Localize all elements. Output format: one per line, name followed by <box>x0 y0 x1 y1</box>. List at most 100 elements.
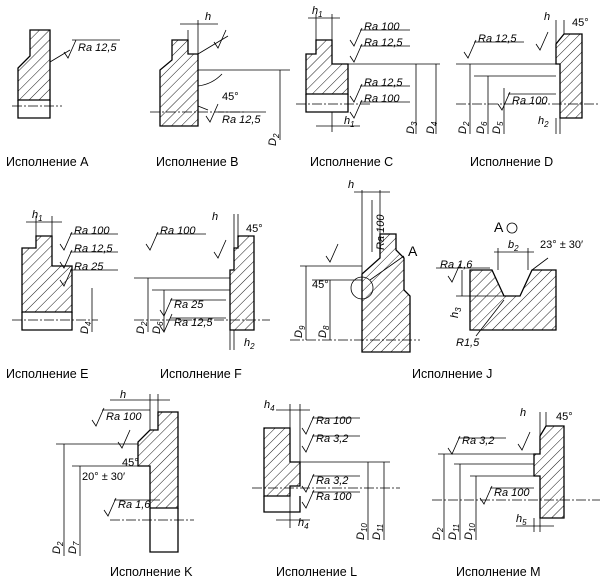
flange-section-c <box>305 39 349 95</box>
variant-j: h Ra 100 45° A D9 D8 A b2 23° ± 30′ Ra 1… <box>290 179 583 381</box>
dim-h: h <box>212 211 218 223</box>
roughness-label: Ra 100 <box>494 487 530 499</box>
ring-groove-section <box>469 269 557 331</box>
caption-variant-k: Исполнение K <box>110 565 193 579</box>
dim-h1: h1 <box>344 115 355 129</box>
roughness-label: Ra 100 <box>512 95 548 107</box>
dim-d5: D5 <box>491 121 505 134</box>
dim-d3: D3 <box>405 121 419 134</box>
caption-variant-c: Исполнение C <box>310 155 393 169</box>
dim-d2: D2 <box>51 541 65 554</box>
flange-section-f <box>229 235 255 331</box>
roughness-label: Ra 100 <box>316 415 352 427</box>
flange-section-e <box>21 235 73 313</box>
variant-l: h4 Ra 100 Ra 3,2 Ra 3,2 Ra 100 h4 D10 D1… <box>252 399 400 579</box>
dim-d4: D4 <box>79 321 93 334</box>
dim-h1: h1 <box>312 5 323 19</box>
variant-a: Ra 12,5 Исполнение A <box>6 29 120 169</box>
angle-45: 45° <box>572 17 589 29</box>
rotate-icon <box>506 222 518 234</box>
roughness-label: Ra 3,2 <box>316 433 348 445</box>
dim-b2: b2 <box>508 239 519 253</box>
angle-20: 20° ± 30′ <box>82 471 125 483</box>
detail-a: A b2 23° ± 30′ Ra 1,6 h3 R1,5 <box>436 219 583 349</box>
variant-k: h Ra 100 45° 20° ± 30′ Ra 1,6 D2 D7 Испо… <box>51 389 194 579</box>
dim-d6: D6 <box>475 121 489 134</box>
dim-h5: h5 <box>516 513 527 527</box>
dim-d2: D2 <box>135 321 149 334</box>
dim-h: h <box>205 11 211 23</box>
caption-variant-a: Исполнение A <box>6 155 89 169</box>
dim-h: h <box>120 389 126 401</box>
flange-section-j <box>361 233 411 353</box>
flange-section-l <box>263 427 301 497</box>
roughness-label: Ra 12,5 <box>74 243 113 255</box>
roughness-label: Ra 100 <box>375 214 387 250</box>
detail-a-title: A <box>494 219 504 235</box>
dim-d9: D9 <box>293 325 307 338</box>
roughness-label: Ra 12,5 <box>364 37 403 49</box>
roughness-label: Ra 12,5 <box>364 77 403 89</box>
detail-label: A <box>408 243 418 259</box>
angle-45: 45° <box>122 457 139 469</box>
dim-d2: D2 <box>431 527 445 540</box>
dim-d4: D4 <box>425 121 439 134</box>
detail-circle <box>350 276 374 300</box>
dim-d11: D11 <box>447 524 461 540</box>
dim-h: h <box>520 407 526 419</box>
flange-section-m <box>533 425 565 519</box>
caption-variant-m: Исполнение M <box>456 565 541 579</box>
roughness-label: Ra 100 <box>316 491 352 503</box>
roughness-label: Ra 3,2 <box>462 435 494 447</box>
roughness-label: Ra 12,5 <box>478 33 517 45</box>
dim-h2: h2 <box>244 337 255 351</box>
caption-variant-f: Исполнение F <box>160 367 242 381</box>
angle-45: 45° <box>222 91 239 103</box>
caption-variant-l: Исполнение L <box>276 565 357 579</box>
dim-h4: h4 <box>298 517 309 531</box>
dim-d10: D10 <box>355 523 369 540</box>
roughness-label: Ra 12,5 <box>174 317 213 329</box>
caption-variant-j: Исполнение J <box>412 367 492 381</box>
flange-section-a <box>17 29 51 101</box>
roughness-label: Ra 100 <box>106 411 142 423</box>
roughness-label: Ra 12,5 <box>222 114 261 126</box>
dim-d2: D2 <box>267 133 281 146</box>
caption-variant-b: Исполнение B <box>156 155 238 169</box>
flange-section-b <box>159 39 199 127</box>
flange-section-d <box>555 33 583 119</box>
variant-f: h 45° Ra 100 Ra 25 Ra 12,5 D2 D6 h2 Испо… <box>134 211 270 381</box>
roughness-label: Ra 100 <box>74 225 110 237</box>
dim-h3: h3 <box>449 307 463 318</box>
roughness-label: Ra 100 <box>160 225 196 237</box>
caption-variant-e: Исполнение E <box>6 367 88 381</box>
dim-d7: D7 <box>67 541 81 554</box>
dim-d2: D2 <box>457 121 471 134</box>
angle-45: 45° <box>312 279 329 291</box>
angle-45: 45° <box>246 223 263 235</box>
roughness-label: Ra 12,5 <box>78 42 117 54</box>
roughness-label: Ra 25 <box>174 299 204 311</box>
dim-d6: D6 <box>151 321 165 334</box>
roughness-label: Ra 1,6 <box>118 499 151 511</box>
roughness-label: Ra 100 <box>364 21 400 33</box>
roughness-label: Ra 100 <box>364 93 400 105</box>
variant-m: h 45° Ra 3,2 Ra 100 D2 D11 D10 h5 Исполн… <box>431 407 600 579</box>
dim-d8: D8 <box>317 325 331 338</box>
dim-h4: h4 <box>264 399 275 413</box>
dim-d10: D10 <box>463 523 477 540</box>
variant-c: h1 Ra 100 Ra 12,5 Ra 12,5 Ra 100 h1 D3 D… <box>296 5 440 169</box>
variant-e: h1 Ra 100 Ra 12,5 Ra 25 D4 Исполнение E <box>6 209 118 381</box>
variant-b: h 45° Ra 12,5 D2 Исполнение B <box>150 11 290 169</box>
roughness-label: Ra 3,2 <box>316 475 348 487</box>
dim-d11: D11 <box>371 524 385 540</box>
dim-h: h <box>544 11 550 23</box>
caption-variant-d: Исполнение D <box>470 155 553 169</box>
flange-section-k <box>137 411 179 509</box>
dim-h1: h1 <box>32 209 43 223</box>
dim-h: h <box>348 179 354 191</box>
roughness-label: Ra 25 <box>74 261 104 273</box>
angle-23: 23° ± 30′ <box>540 239 583 251</box>
angle-45: 45° <box>556 411 573 423</box>
